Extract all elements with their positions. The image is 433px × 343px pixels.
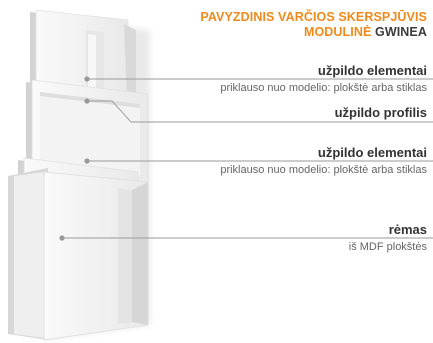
callout-sub-4: iš MDF plokštės [348, 241, 427, 253]
leader-lines [62, 78, 433, 239]
callout-label-1: užpildo elementai [317, 63, 427, 78]
brand-name: GWINEA [375, 25, 427, 39]
leader-line-2 [87, 100, 433, 123]
title-prefix: MODULINĖ [303, 25, 372, 39]
leader-dot-1 [84, 76, 90, 82]
callout-label-4: rėmas [388, 222, 427, 237]
callout-sub-1: priklauso nuo modelio: plokštė arba stik… [220, 82, 427, 94]
mdf-frame [8, 168, 149, 341]
leader-dot-2 [84, 98, 90, 104]
title-line-2: MODULINĖ GWINEA [200, 25, 427, 40]
title-line-1: PAVYZDINIS VARČIOS SKERSPJŪVIS [200, 10, 427, 24]
diagram-title: PAVYZDINIS VARČIOS SKERSPJŪVIS MODULINĖ … [200, 10, 427, 40]
callout-sub-3: priklauso nuo modelio: plokštė arba stik… [220, 164, 427, 176]
infill-profile [26, 79, 149, 185]
callout-label-3: užpildo elementai [317, 145, 427, 160]
leader-dot-3 [84, 158, 90, 164]
leader-dot-4 [59, 235, 65, 241]
leader-dots [59, 76, 90, 241]
callout-label-2: užpildo profilis [334, 105, 427, 120]
